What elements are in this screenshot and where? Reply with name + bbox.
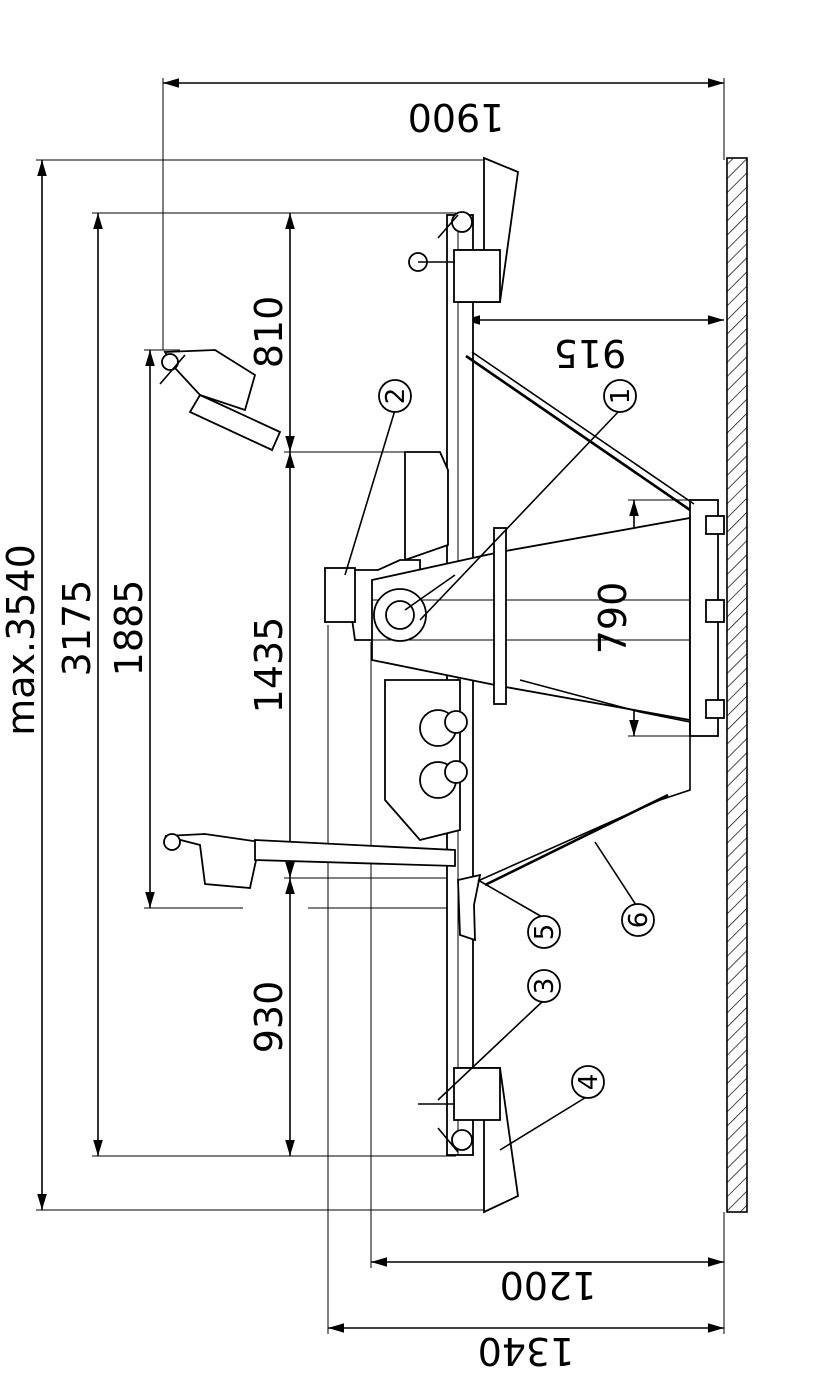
- dim-1900-label: 1900: [408, 95, 505, 139]
- dim-930-label: 930: [247, 981, 291, 1054]
- dim-810-label: 810: [247, 296, 291, 369]
- callout-1-label: 1: [606, 388, 636, 405]
- machine: [159, 156, 725, 1214]
- dim-max-label: max.3540: [0, 544, 43, 736]
- callout-5-label: 5: [530, 924, 560, 941]
- floor: [726, 157, 748, 1213]
- dimension-labels: 1900 915 810 max.3540 3175 1885 1435 790…: [0, 95, 635, 1373]
- dim-1435-label: 1435: [247, 617, 291, 714]
- dim-1885-label: 1885: [107, 580, 151, 677]
- dim-1200-label: 1200: [500, 1263, 597, 1307]
- callout-3-label: 3: [530, 978, 560, 995]
- dim-790-label: 790: [591, 582, 635, 655]
- dim-1340-label: 1340: [478, 1329, 575, 1373]
- callout-4-label: 4: [574, 1074, 604, 1091]
- callout-2-label: 2: [381, 388, 411, 405]
- dim-3175-label: 3175: [55, 580, 99, 677]
- dimension-lines: [36, 78, 725, 1334]
- callout-labels: 1 2 3 4 5 6: [381, 388, 654, 1091]
- callouts: [344, 379, 655, 1151]
- dim-915-label: 915: [554, 331, 627, 375]
- callout-6-label: 6: [624, 912, 654, 929]
